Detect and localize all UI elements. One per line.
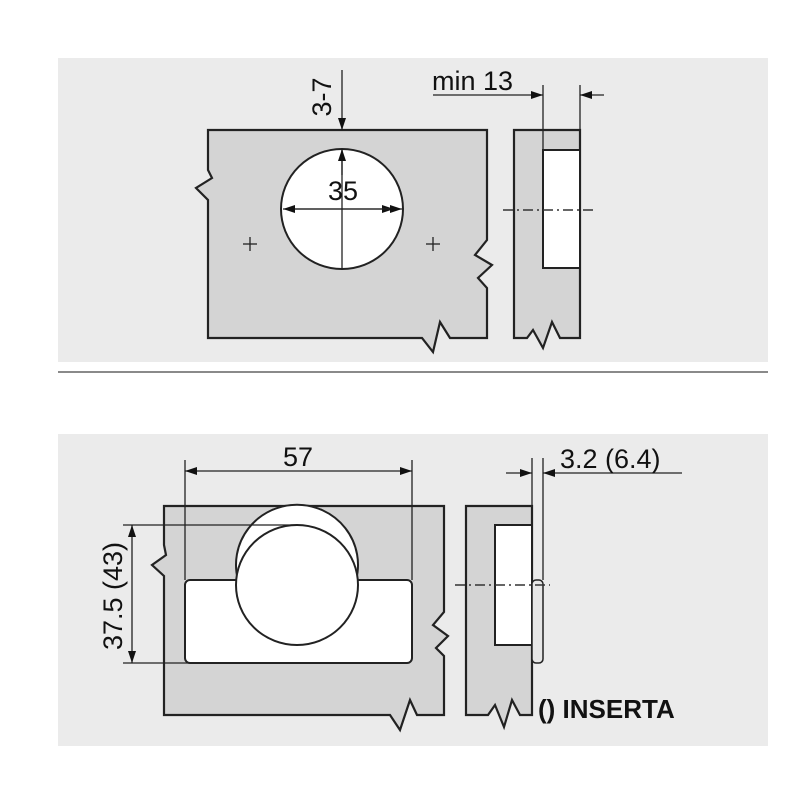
dim-height: 37.5 (43) — [98, 542, 128, 650]
dim-offset: 3.2 (6.4) — [560, 444, 661, 474]
bottom-door-front-view: 57 37.5 (43) — [98, 442, 450, 733]
cup-hole — [235, 524, 359, 646]
insert-protrusion — [531, 579, 544, 664]
screw-mark-left — [243, 237, 257, 251]
top-door-side-view: min 13 — [432, 66, 604, 351]
inserta-note: () INSERTA — [538, 694, 675, 724]
bottom-door-side-view: 3.2 (6.4) () INSERTA — [455, 444, 682, 731]
dim-min-thickness: min 13 — [432, 66, 513, 96]
screw-mark-right — [426, 237, 440, 251]
dim-cup-diameter: 35 — [328, 176, 358, 206]
top-door-front-view: 35 3-7 — [194, 70, 494, 355]
dim-edge-distance: 3-7 — [307, 77, 337, 116]
dim-width: 57 — [283, 442, 313, 472]
